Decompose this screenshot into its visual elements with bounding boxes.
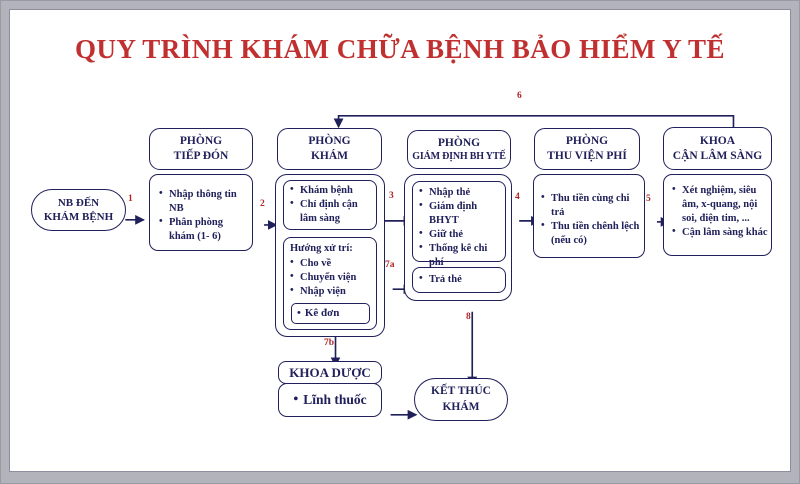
- header-line: KHOA: [699, 134, 736, 147]
- flow-step-item: Cho về: [289, 256, 373, 271]
- step-label-1: 1: [128, 194, 133, 204]
- detail-fee-office: Thu tiền cùng chi trả Thu tiền chênh lệc…: [533, 174, 645, 258]
- flow-step-item: Nhập thẻ: [418, 185, 503, 200]
- flow-step-item: Chuyển viện: [289, 270, 373, 285]
- step-label-4: 4: [515, 192, 520, 202]
- header-reception: PHÒNG TIẾP ĐÓN: [149, 128, 253, 170]
- return-card-box: Trả thẻ: [412, 267, 506, 293]
- prescription-label: Kê đơn: [304, 307, 340, 319]
- header-exam-room: PHÒNG KHÁM: [277, 128, 382, 170]
- header-line: TIẾP ĐÓN: [173, 150, 229, 162]
- header-line: CẬN LÂM SÀNG: [672, 149, 763, 162]
- flow-step-item: Thu tiền cùng chi trả: [540, 191, 641, 220]
- group-insurance-assessment: Nhập thẻ Giám định BHYT Giữ thẻ Thống kê…: [404, 174, 512, 301]
- pharmacy-header: KHOA DƯỢC: [278, 361, 382, 384]
- end-line1: KẾT THÚC: [431, 384, 491, 397]
- dispense-box: Lĩnh thuốc: [278, 383, 382, 417]
- step-label-5: 5: [646, 194, 651, 204]
- flow-step-item: Trả thẻ: [418, 272, 503, 287]
- step-label-2: 2: [260, 199, 265, 209]
- step-label-6: 6: [517, 91, 522, 101]
- start-line1: NB ĐẾN: [57, 196, 100, 209]
- flow-step-item: Xét nghiệm, siêu âm, x-quang, nội soi, đ…: [671, 183, 769, 226]
- header-line: KHÁM: [310, 150, 349, 162]
- diagram-title: QUY TRÌNH KHÁM CHỮA BỆNH BẢO HIỂM Y TẾ: [74, 34, 726, 64]
- exam-actions-box: Khám bệnh Chỉ định cận lâm sàng: [283, 180, 377, 230]
- end-line2: KHÁM: [442, 400, 480, 413]
- header-line: THU VIỆN PHÍ: [547, 150, 627, 162]
- triage-title: Hướng xử trí:: [290, 243, 353, 254]
- detail-paraclinical: Xét nghiệm, siêu âm, x-quang, nội soi, đ…: [663, 174, 772, 256]
- step-label-8: 8: [466, 312, 471, 322]
- assessment-actions-box: Nhập thẻ Giám định BHYT Giữ thẻ Thống kê…: [412, 181, 506, 296]
- triage-box: Hướng xử trí: Cho về Chuyển viện Nhập vi…: [283, 237, 377, 330]
- header-line: PHÒNG: [437, 136, 481, 149]
- flow-step-item: Cận lâm sàng khác: [671, 225, 769, 240]
- header-insurance-assessment: PHÒNG GIÁM ĐỊNH BH YTẾ: [407, 130, 511, 169]
- end-node: KẾT THÚC KHÁM: [414, 378, 508, 421]
- step-label-3: 3: [389, 191, 394, 201]
- header-line: GIÁM ĐỊNH BH YTẾ: [412, 151, 506, 163]
- flow-step-item: Thống kê chi phí: [418, 241, 503, 270]
- header-line: PHÒNG: [308, 135, 351, 148]
- detail-reception: Nhập thông tin NB Phân phòng khám (1- 6): [149, 174, 253, 251]
- flow-step-item: Thu tiền chênh lệch (nếu có): [540, 219, 641, 248]
- step-label-7b: 7b: [324, 338, 335, 348]
- pharmacy-header-label: KHOA DƯỢC: [289, 364, 371, 380]
- start-node: NB ĐẾN KHÁM BỆNH: [31, 189, 126, 231]
- header-paraclinical: KHOA CẬN LÂM SÀNG: [663, 127, 772, 170]
- flow-step-item: Nhập thông tin NB: [158, 187, 249, 216]
- prescription-box: Kê đơn: [291, 302, 370, 324]
- dispense-label: Lĩnh thuốc: [303, 392, 367, 407]
- header-fee-office: PHÒNG THU VIỆN PHÍ: [534, 128, 640, 170]
- start-line2: KHÁM BỆNH: [43, 211, 114, 223]
- header-line: PHÒNG: [565, 135, 609, 148]
- group-exam-room: Khám bệnh Chỉ định cận lâm sàng Hướng xử…: [275, 174, 385, 337]
- flow-step-item: Phân phòng khám (1- 6): [158, 215, 249, 244]
- flow-step-item: Giám định BHYT: [418, 199, 503, 228]
- flow-step-item: Khám bệnh: [289, 183, 374, 198]
- flow-step-item: Giữ thẻ: [418, 227, 503, 242]
- flow-step-item: Nhập viện: [289, 284, 373, 299]
- header-line: PHÒNG: [179, 135, 223, 148]
- step-label-7a: 7a: [385, 260, 395, 270]
- flow-step-item: Chỉ định cận lâm sàng: [289, 197, 374, 226]
- flowchart-canvas: QUY TRÌNH KHÁM CHỮA BỆNH BẢO HIỂM Y TẾ: [9, 9, 791, 472]
